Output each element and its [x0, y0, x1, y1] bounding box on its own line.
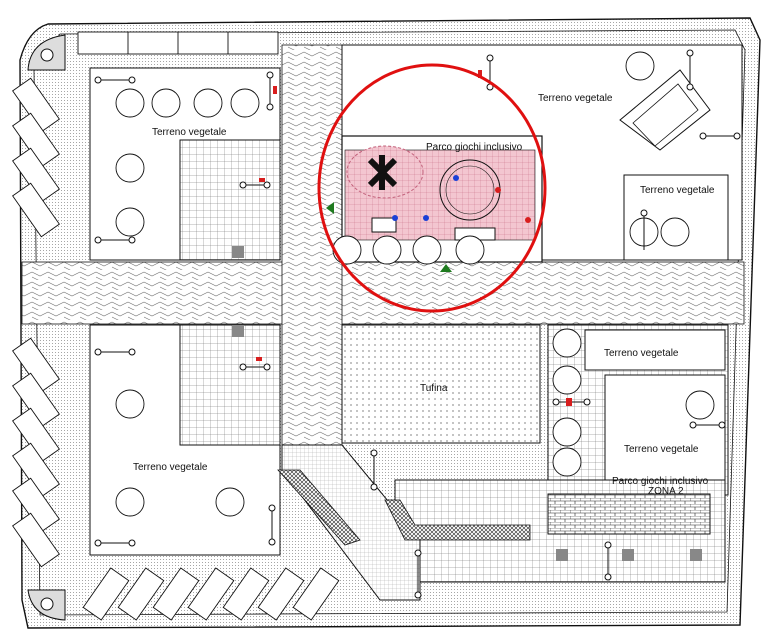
label-parco-bottom: Parco giochi inclusivo	[612, 476, 709, 487]
parking-bays-west	[12, 77, 60, 568]
main-path-horizontal	[21, 261, 745, 325]
label-terreno-se1: Terreno vegetale	[604, 348, 679, 359]
main-path-vertical	[281, 44, 343, 466]
entrance-arrow-icon	[326, 202, 334, 214]
trees	[115, 51, 715, 517]
label-zona2: ZONA 2	[648, 486, 684, 497]
label-terreno-sw: Terreno vegetale	[133, 462, 208, 473]
light-poles	[94, 49, 741, 599]
label-terreno-ne: Terreno vegetale	[538, 93, 613, 104]
corner-fountain-nw	[27, 34, 66, 71]
playground-area	[341, 135, 543, 263]
label-terreno-e: Terreno vegetale	[640, 185, 715, 196]
tufina-area	[341, 324, 541, 444]
highlight-circle	[317, 63, 547, 313]
label-terreno-nw: Terreno vegetale	[152, 127, 227, 138]
accent-marks	[256, 70, 572, 406]
diagonal-ramp	[277, 444, 531, 601]
label-parco-top: Parco giochi inclusivo	[426, 142, 523, 153]
label-terreno-se2: Terreno vegetale	[624, 444, 699, 455]
play-structure-icon	[367, 155, 398, 190]
north-benches	[77, 31, 279, 55]
label-tufina: Tufina	[420, 383, 448, 394]
parking-bays-south	[82, 567, 340, 621]
entrance-arrow-icon-south	[440, 264, 452, 272]
corner-fountain-sw	[27, 589, 66, 621]
garden-southwest	[89, 324, 281, 556]
